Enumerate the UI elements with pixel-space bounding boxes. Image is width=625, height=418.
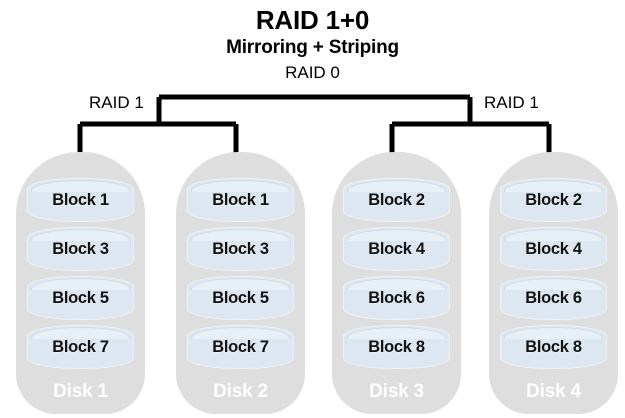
disk-4-block-1[interactable]: Block 4 bbox=[500, 227, 607, 271]
disk-2-blocks: Block 1 Block 3 Block 5 Block 7 bbox=[176, 178, 305, 374]
disk-2-block-0[interactable]: Block 1 bbox=[187, 178, 294, 222]
block-label: Block 6 bbox=[368, 288, 425, 307]
disk-2-name: Disk 2 bbox=[213, 381, 268, 402]
page-subtitle: Mirroring + Striping bbox=[226, 37, 399, 58]
block-label: Block 1 bbox=[52, 190, 109, 209]
disk-1[interactable]: Block 1 Block 3 Block 5 Block 7 Disk 1 bbox=[16, 152, 145, 414]
disk-2[interactable]: Block 1 Block 3 Block 5 Block 7 Disk 2 bbox=[176, 152, 305, 414]
disk-4-block-3[interactable]: Block 8 bbox=[500, 325, 607, 369]
disk-1-name: Disk 1 bbox=[53, 381, 108, 402]
block-label: Block 3 bbox=[212, 239, 269, 258]
raid1-left-level-label: RAID 1 bbox=[89, 93, 144, 112]
disk-3-name: Disk 3 bbox=[369, 381, 424, 402]
disk-row: Block 1 Block 3 Block 5 Block 7 Disk 1 B… bbox=[0, 152, 625, 418]
disk-4[interactable]: Block 2 Block 4 Block 6 Block 8 Disk 4 bbox=[489, 152, 618, 414]
disk-4-name: Disk 4 bbox=[526, 381, 581, 402]
disk-4-block-0[interactable]: Block 2 bbox=[500, 178, 607, 222]
disk-1-block-0[interactable]: Block 1 bbox=[27, 178, 134, 222]
disk-1-block-3[interactable]: Block 7 bbox=[27, 325, 134, 369]
block-label: Block 3 bbox=[52, 239, 109, 258]
block-label: Block 4 bbox=[525, 239, 582, 258]
block-label: Block 7 bbox=[212, 337, 269, 356]
disk-3-blocks: Block 2 Block 4 Block 6 Block 8 bbox=[332, 178, 461, 374]
disk-3[interactable]: Block 2 Block 4 Block 6 Block 8 Disk 3 bbox=[332, 152, 461, 414]
raid0-level-label: RAID 0 bbox=[285, 63, 340, 82]
disk-1-blocks: Block 1 Block 3 Block 5 Block 7 bbox=[16, 178, 145, 374]
block-label: Block 2 bbox=[368, 190, 425, 209]
page-title: RAID 1+0 bbox=[255, 5, 370, 35]
block-label: Block 8 bbox=[368, 337, 425, 356]
block-label: Block 4 bbox=[368, 239, 425, 258]
disk-1-block-2[interactable]: Block 5 bbox=[27, 276, 134, 320]
block-label: Block 2 bbox=[525, 190, 582, 209]
disk-3-block-2[interactable]: Block 6 bbox=[343, 276, 450, 320]
block-label: Block 5 bbox=[52, 288, 109, 307]
block-label: Block 6 bbox=[525, 288, 582, 307]
block-label: Block 8 bbox=[525, 337, 582, 356]
block-label: Block 5 bbox=[212, 288, 269, 307]
disk-3-block-3[interactable]: Block 8 bbox=[343, 325, 450, 369]
disk-4-blocks: Block 2 Block 4 Block 6 Block 8 bbox=[489, 178, 618, 374]
disk-1-block-1[interactable]: Block 3 bbox=[27, 227, 134, 271]
disk-2-block-2[interactable]: Block 5 bbox=[187, 276, 294, 320]
block-label: Block 1 bbox=[212, 190, 269, 209]
block-label: Block 7 bbox=[52, 337, 109, 356]
disk-4-block-2[interactable]: Block 6 bbox=[500, 276, 607, 320]
disk-3-block-0[interactable]: Block 2 bbox=[343, 178, 450, 222]
raid1-right-level-label: RAID 1 bbox=[484, 93, 539, 112]
disk-2-block-1[interactable]: Block 3 bbox=[187, 227, 294, 271]
disk-2-block-3[interactable]: Block 7 bbox=[187, 325, 294, 369]
disk-3-block-1[interactable]: Block 4 bbox=[343, 227, 450, 271]
